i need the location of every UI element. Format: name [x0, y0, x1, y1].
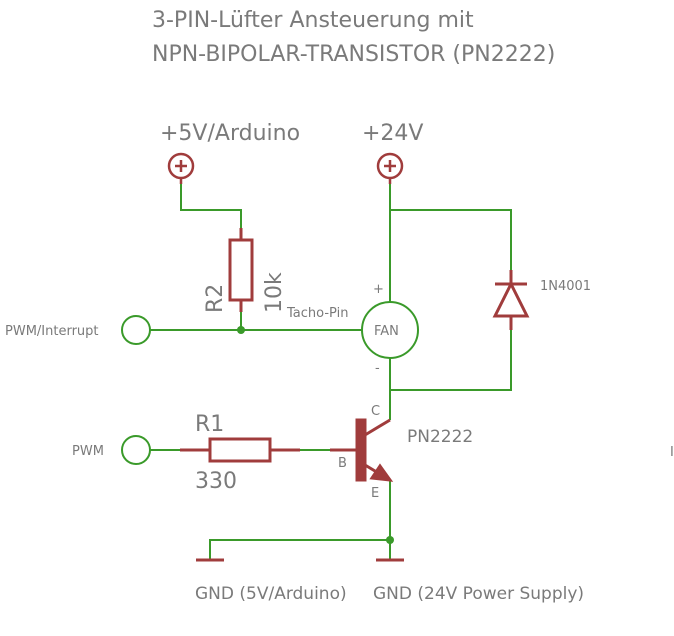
wire-diode-to-fan-minus [390, 330, 512, 391]
port-pwm-interrupt [121, 315, 151, 345]
title-line-1: 3-PIN-Lüfter Ansteuerung mit [152, 8, 474, 33]
supply-24v-symbol [376, 152, 404, 184]
fan-label: FAN [374, 324, 399, 339]
junction-gnd-node [386, 536, 394, 544]
fan-symbol [361, 301, 419, 359]
fan-minus-label: - [375, 361, 380, 376]
tacho-pin-label: Tacho-Pin [286, 306, 348, 321]
transistor-base-label: B [338, 456, 347, 471]
supply-5v-label: +5V/Arduino [160, 121, 300, 146]
diode-label: 1N4001 [540, 279, 591, 294]
supply-5v-symbol [167, 152, 195, 184]
transistor-emitter-label: E [371, 486, 379, 501]
resistor-r2 [228, 228, 254, 312]
port-pwm-interrupt-label: PWM/Interrupt [5, 324, 99, 339]
title-line-2: NPN-BIPOLAR-TRANSISTOR (PN2222) [152, 42, 555, 67]
wires [150, 184, 512, 560]
fan-plus-label: + [373, 282, 384, 297]
port-pwm [121, 435, 151, 465]
port-pwm-label: PWM [72, 444, 104, 459]
resistor-r1 [180, 437, 300, 463]
stray-text-mark: I [670, 445, 674, 460]
junction-r2-node [237, 326, 245, 334]
ground-arduino-label: GND (5V/Arduino) [195, 584, 347, 604]
diode-1n4001 [492, 270, 530, 330]
wire-5v-to-r2 [180, 184, 242, 240]
resistor-r2-value: 10k [262, 272, 287, 313]
transistor-pn2222 [330, 418, 394, 482]
transistor-label: PN2222 [407, 427, 473, 447]
ground-24v-label: GND (24V Power Supply) [373, 584, 584, 604]
supply-24v-label: +24V [362, 121, 423, 146]
resistor-r1-name: R1 [195, 412, 224, 437]
wire-24v-to-diode [390, 209, 512, 270]
resistor-r1-value: 330 [195, 469, 237, 494]
transistor-collector-label: C [371, 404, 380, 419]
resistor-r2-name: R2 [203, 284, 228, 313]
wire-gnd-bus [209, 539, 390, 560]
